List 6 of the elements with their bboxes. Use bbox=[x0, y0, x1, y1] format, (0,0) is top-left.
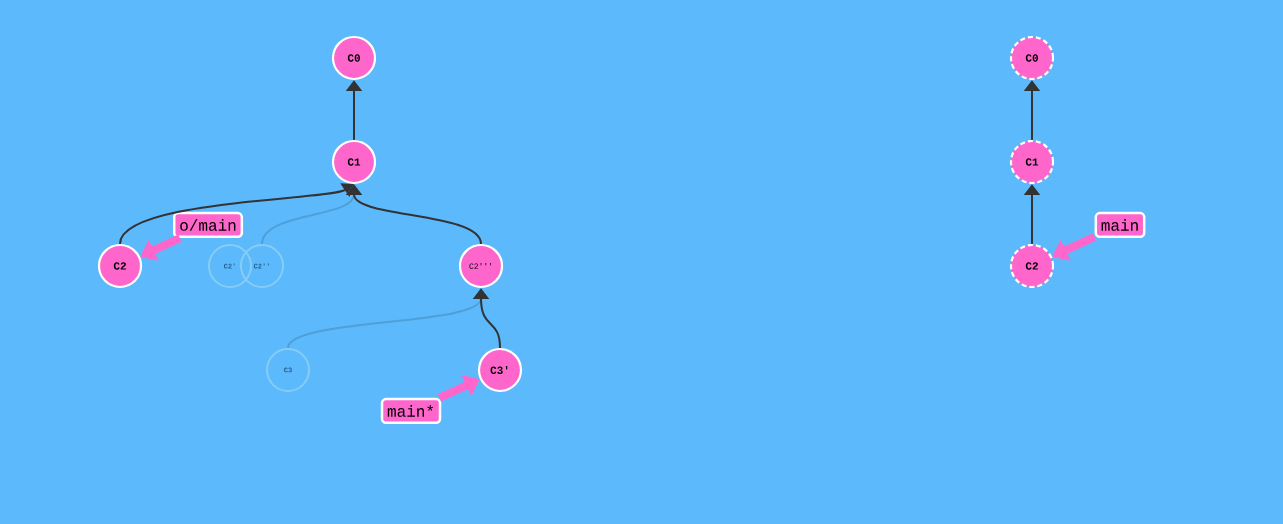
branch-label: main bbox=[1094, 211, 1146, 239]
branch-label: o/main bbox=[172, 211, 244, 239]
arrow bbox=[119, 183, 354, 245]
branch-label: main* bbox=[380, 397, 442, 425]
arrow bbox=[345, 184, 482, 245]
arrow bbox=[472, 288, 501, 349]
